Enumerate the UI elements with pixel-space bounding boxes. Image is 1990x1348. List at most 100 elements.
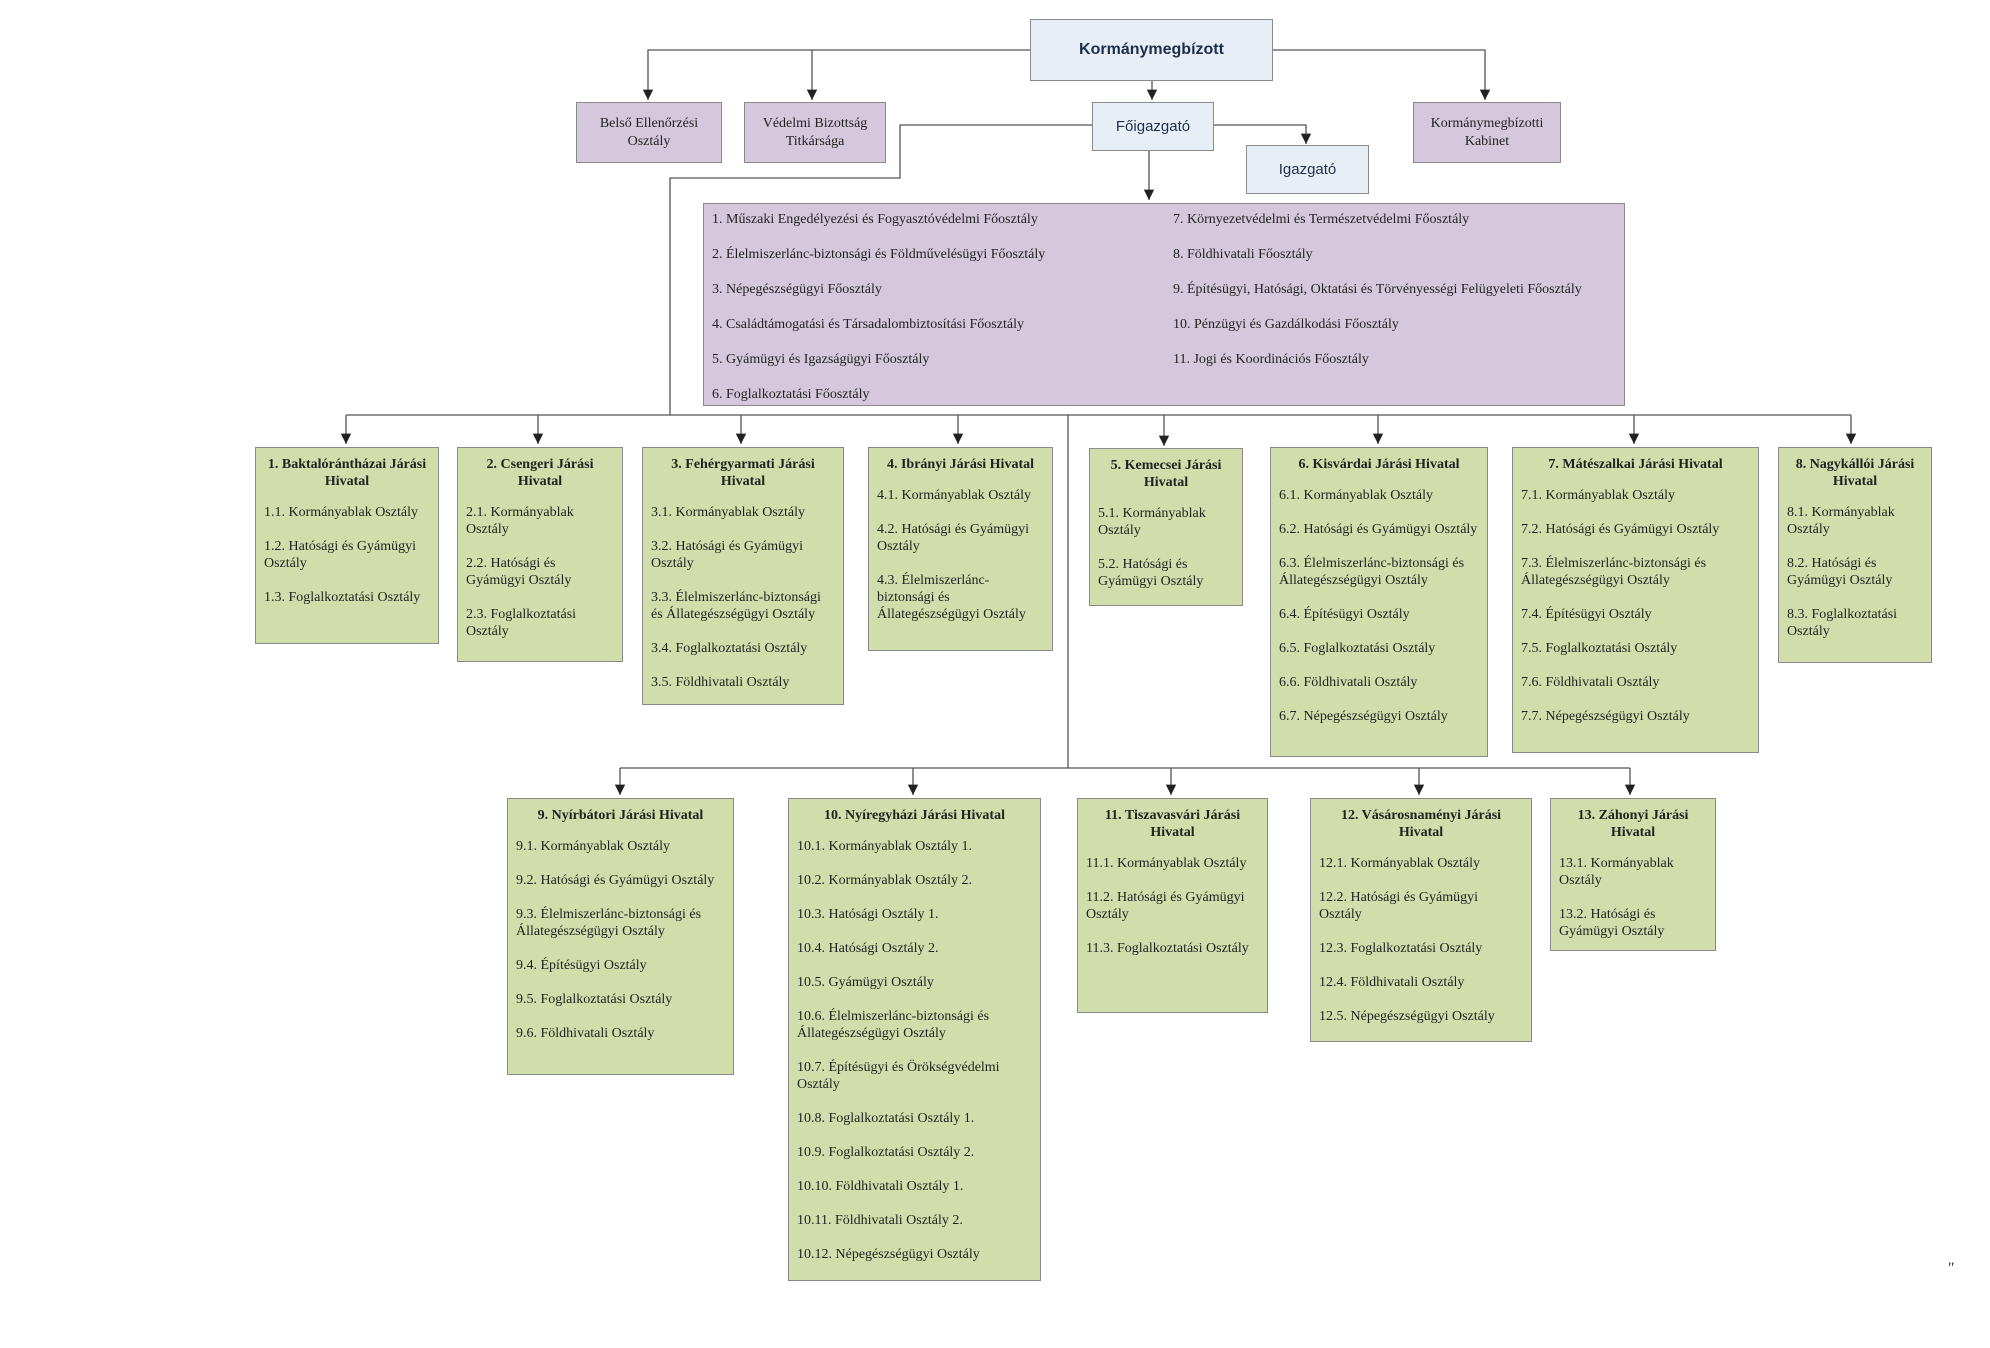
office-item: 5.2. Hatósági és Gyámügyi Osztály — [1098, 557, 1204, 589]
office-box: 9. Nyírbátori Járási Hivatal 9.1. Kormán… — [507, 798, 734, 1075]
main-dept-11: 11. Jogi és Koordinációs Főosztály — [1173, 352, 1369, 367]
main-dept-10: 10. Pénzügyi és Gazdálkodási Főosztály — [1173, 317, 1399, 332]
office-item: 7.1. Kormányablak Osztály — [1521, 488, 1675, 503]
office-item: 10.2. Kormányablak Osztály 2. — [797, 873, 972, 888]
office-item: 7.7. Népegészségügyi Osztály — [1521, 709, 1690, 724]
office-item: 6.2. Hatósági és Gyámügyi Osztály — [1279, 522, 1478, 537]
box-kabinet: Kormánymegbízotti Kabinet — [1413, 102, 1561, 163]
office-item: 4.3. Élelmiszerlánc-biztonsági és Állate… — [877, 573, 1026, 622]
office-box: 4. Ibrányi Járási Hivatal 4.1. Kormányab… — [868, 447, 1053, 651]
office-title: 3. Fehérgyarmati Járási Hivatal — [671, 457, 815, 489]
office-box: 2. Csengeri Járási Hivatal 2.1. Kormánya… — [457, 447, 623, 662]
main-dept-1: 1. Műszaki Engedélyezési és Fogyasztóvéd… — [712, 212, 1038, 227]
office-item: 6.4. Építésügyi Osztály — [1279, 607, 1410, 622]
office-item: 2.3. Foglalkoztatási Osztály — [466, 607, 577, 639]
office-item: 3.4. Foglalkoztatási Osztály — [651, 641, 808, 656]
office-item: 9.3. Élelmiszerlánc-biztonsági és Állate… — [516, 907, 702, 939]
office-item: 8.2. Hatósági és Gyámügyi Osztály — [1787, 556, 1893, 588]
office-box: 5. Kemecsei Járási Hivatal 5.1. Kormánya… — [1089, 448, 1243, 606]
office-item: 10.7. Építésügyi és Örökségvédelmi Osztá… — [797, 1060, 1000, 1092]
office-item: 3.3. Élelmiszerlánc-biztonsági és Állate… — [651, 590, 821, 622]
corner-mark: ″ — [1948, 1260, 1955, 1277]
box-vedelmi-bizottsag: Védelmi Bizottság Titkársága — [744, 102, 886, 163]
box-foigazgato: Főigazgató — [1092, 102, 1214, 151]
office-item: 13.1. Kormányablak Osztály — [1559, 856, 1674, 888]
office-item: 9.2. Hatósági és Gyámügyi Osztály — [516, 873, 715, 888]
office-item: 10.1. Kormányablak Osztály 1. — [797, 839, 972, 854]
office-item: 10.3. Hatósági Osztály 1. — [797, 907, 939, 922]
office-item: 4.2. Hatósági és Gyámügyi Osztály — [877, 522, 1030, 554]
box-main-departments: 1. Műszaki Engedélyezési és Fogyasztóvéd… — [703, 203, 1625, 406]
office-item: 13.2. Hatósági és Gyámügyi Osztály — [1559, 907, 1665, 939]
office-title: 5. Kemecsei Járási Hivatal — [1110, 458, 1222, 490]
office-item: 7.3. Élelmiszerlánc-biztonsági és Állate… — [1521, 556, 1707, 588]
office-item: 7.6. Földhivatali Osztály — [1521, 675, 1660, 690]
office-item: 1.3. Foglalkoztatási Osztály — [264, 590, 421, 605]
main-dept-7: 7. Környezetvédelmi és Természetvédelmi … — [1173, 212, 1470, 227]
main-dept-3: 3. Népegészségügyi Főosztály — [712, 282, 882, 297]
office-item: 10.8. Foglalkoztatási Osztály 1. — [797, 1111, 975, 1126]
box-kormanymegbizott: Kormánymegbízott — [1030, 19, 1273, 81]
office-title: 1. Baktalórántházai Járási Hivatal — [267, 457, 427, 489]
office-box: 1. Baktalórántházai Járási Hivatal 1.1. … — [255, 447, 439, 644]
office-item: 1.1. Kormányablak Osztály — [264, 505, 418, 520]
office-item: 12.3. Foglalkoztatási Osztály — [1319, 941, 1483, 956]
office-item: 8.1. Kormányablak Osztály — [1787, 505, 1895, 537]
office-item: 1.2. Hatósági és Gyámügyi Osztály — [264, 539, 417, 571]
main-dept-4: 4. Családtámogatási és Társadalombiztosí… — [712, 317, 1024, 332]
office-item: 5.1. Kormányablak Osztály — [1098, 506, 1206, 538]
office-title: 6. Kisvárdai Járási Hivatal — [1298, 457, 1460, 472]
office-item: 3.1. Kormányablak Osztály — [651, 505, 805, 520]
office-title: 9. Nyírbátori Járási Hivatal — [537, 808, 704, 823]
office-item: 10.9. Foglalkoztatási Osztály 2. — [797, 1145, 975, 1160]
office-item: 11.1. Kormányablak Osztály — [1086, 856, 1247, 871]
office-item: 2.1. Kormányablak Osztály — [466, 505, 574, 537]
office-item: 6.6. Földhivatali Osztály — [1279, 675, 1418, 690]
office-item: 11.3. Foglalkoztatási Osztály — [1086, 941, 1249, 956]
office-box: 12. Vásárosnaményi Járási Hivatal 12.1. … — [1310, 798, 1532, 1042]
office-item: 6.1. Kormányablak Osztály — [1279, 488, 1433, 503]
office-item: 11.2. Hatósági és Gyámügyi Osztály — [1086, 890, 1245, 922]
office-item: 12.2. Hatósági és Gyámügyi Osztály — [1319, 890, 1479, 922]
office-item: 8.3. Foglalkoztatási Osztály — [1787, 607, 1898, 639]
office-item: 7.5. Foglalkoztatási Osztály — [1521, 641, 1678, 656]
office-item: 4.1. Kormányablak Osztály — [877, 488, 1031, 503]
office-item: 10.6. Élelmiszerlánc-biztonsági és Állat… — [797, 1009, 990, 1041]
office-item: 7.4. Építésügyi Osztály — [1521, 607, 1652, 622]
office-item: 2.2. Hatósági és Gyámügyi Osztály — [466, 556, 572, 588]
office-item: 10.4. Hatósági Osztály 2. — [797, 941, 939, 956]
office-item: 9.5. Foglalkoztatási Osztály — [516, 992, 673, 1007]
office-title: 13. Záhonyi Járási Hivatal — [1577, 808, 1689, 840]
office-item: 6.7. Népegészségügyi Osztály — [1279, 709, 1448, 724]
office-item: 10.5. Gyámügyi Osztály — [797, 975, 934, 990]
office-title: 2. Csengeri Járási Hivatal — [486, 457, 594, 489]
office-item: 3.2. Hatósági és Gyámügyi Osztály — [651, 539, 804, 571]
office-box: 6. Kisvárdai Járási Hivatal 6.1. Kormány… — [1270, 447, 1488, 757]
office-item: 10.12. Népegészségügyi Osztály — [797, 1247, 980, 1262]
main-dept-5: 5. Gyámügyi és Igazságügyi Főosztály — [712, 352, 930, 367]
office-title: 8. Nagykállói Járási Hivatal — [1795, 457, 1915, 489]
main-dept-2: 2. Élelmiszerlánc-biztonsági és Földműve… — [712, 247, 1046, 262]
office-box: 11. Tiszavasvári Járási Hivatal 11.1. Ko… — [1077, 798, 1268, 1013]
main-dept-6: 6. Foglalkoztatási Főosztály — [712, 387, 870, 402]
office-box: 13. Záhonyi Járási Hivatal 13.1. Kormány… — [1550, 798, 1716, 951]
office-title: 7. Mátészalkai Járási Hivatal — [1548, 457, 1723, 472]
office-box: 10. Nyíregyházi Járási Hivatal 10.1. Kor… — [788, 798, 1041, 1281]
office-item: 9.6. Földhivatali Osztály — [516, 1026, 655, 1041]
office-title: 12. Vásárosnaményi Járási Hivatal — [1340, 808, 1502, 840]
box-belso-ellenorzesi: Belső Ellenőrzési Osztály — [576, 102, 722, 163]
main-dept-9: 9. Építésügyi, Hatósági, Oktatási és Tör… — [1173, 282, 1582, 297]
office-item: 6.5. Foglalkoztatási Osztály — [1279, 641, 1436, 656]
box-igazgato: Igazgató — [1246, 145, 1369, 194]
office-item: 12.4. Földhivatali Osztály — [1319, 975, 1465, 990]
office-box: 3. Fehérgyarmati Járási Hivatal 3.1. Kor… — [642, 447, 844, 705]
main-dept-8: 8. Földhivatali Főosztály — [1173, 247, 1313, 262]
office-title: 10. Nyíregyházi Járási Hivatal — [824, 808, 1005, 823]
office-item: 9.4. Építésügyi Osztály — [516, 958, 647, 973]
office-item: 12.5. Népegészségügyi Osztály — [1319, 1009, 1495, 1024]
office-title: 4. Ibrányi Járási Hivatal — [886, 457, 1034, 472]
office-title: 11. Tiszavasvári Járási Hivatal — [1104, 808, 1241, 840]
office-box: 7. Mátészalkai Járási Hivatal 7.1. Kormá… — [1512, 447, 1759, 753]
office-box: 8. Nagykállói Járási Hivatal 8.1. Kormán… — [1778, 447, 1932, 663]
